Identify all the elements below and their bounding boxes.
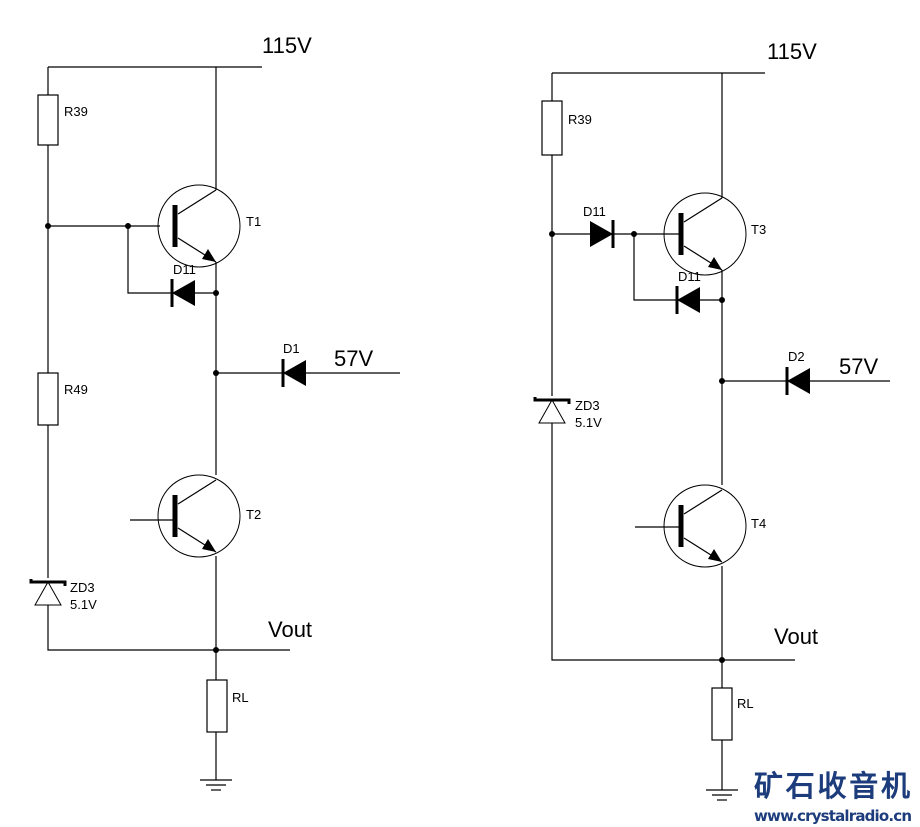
r49-label: R49	[64, 382, 88, 397]
vout-label: Vout	[774, 624, 818, 649]
transistor-t4	[664, 485, 746, 567]
d11-series-label: D11	[583, 204, 606, 219]
zd3-label: ZD3	[70, 580, 95, 595]
diode-d11-left	[170, 277, 197, 309]
zd3-value: 5.1V	[70, 597, 97, 612]
vout-label: Vout	[268, 617, 312, 642]
zd3-label: ZD3	[575, 398, 600, 413]
d11-label: D11	[678, 269, 701, 284]
right-circuit: 115V R39 D11 T3 D11 D2 57V ZD3 5.1V T4 V…	[533, 39, 890, 801]
input-voltage-label: 57V	[334, 346, 373, 371]
zener-zd3-left	[29, 577, 67, 607]
input-voltage-label: 57V	[839, 354, 878, 379]
resistor-r39-right	[541, 100, 563, 156]
t2-label: T2	[246, 507, 261, 522]
supply-label: 115V	[262, 33, 312, 58]
d1-label: D1	[283, 341, 300, 356]
supply-label: 115V	[767, 39, 817, 64]
resistor-r39-left	[37, 94, 59, 146]
watermark-logo: 矿石收音机 www.crystalradio.cn	[754, 769, 912, 825]
r39-label: R39	[568, 112, 592, 127]
t4-label: T4	[751, 516, 766, 531]
resistor-rl-right	[711, 687, 733, 741]
t3-label: T3	[751, 222, 766, 237]
zener-zd3-right	[533, 395, 571, 425]
watermark-url: www.crystalradio.cn	[754, 807, 912, 825]
diode-d11-right	[675, 284, 702, 316]
r39-label: R39	[64, 104, 88, 119]
junction-dots	[45, 223, 219, 653]
junction-dots	[549, 231, 725, 663]
ground-icon	[199, 779, 233, 791]
watermark-title: 矿石收音机	[754, 769, 910, 803]
rl-label: RL	[232, 690, 249, 705]
left-circuit: 115V R39 T1 D11 D1 57V R49 T2 ZD3 5.1V V…	[29, 33, 400, 791]
transistor-t1	[158, 185, 240, 267]
zd3-value: 5.1V	[575, 415, 602, 430]
d2-label: D2	[788, 349, 805, 364]
transistor-t2	[158, 475, 240, 557]
diode-d2	[785, 365, 812, 397]
diode-d1	[281, 357, 308, 389]
ground-icon	[705, 789, 739, 801]
resistor-rl-left	[206, 679, 228, 733]
rl-label: RL	[737, 696, 754, 711]
d11-label: D11	[173, 262, 196, 277]
resistor-r49-left	[37, 372, 59, 426]
diode-d11-series	[588, 218, 615, 250]
t1-label: T1	[246, 214, 261, 229]
